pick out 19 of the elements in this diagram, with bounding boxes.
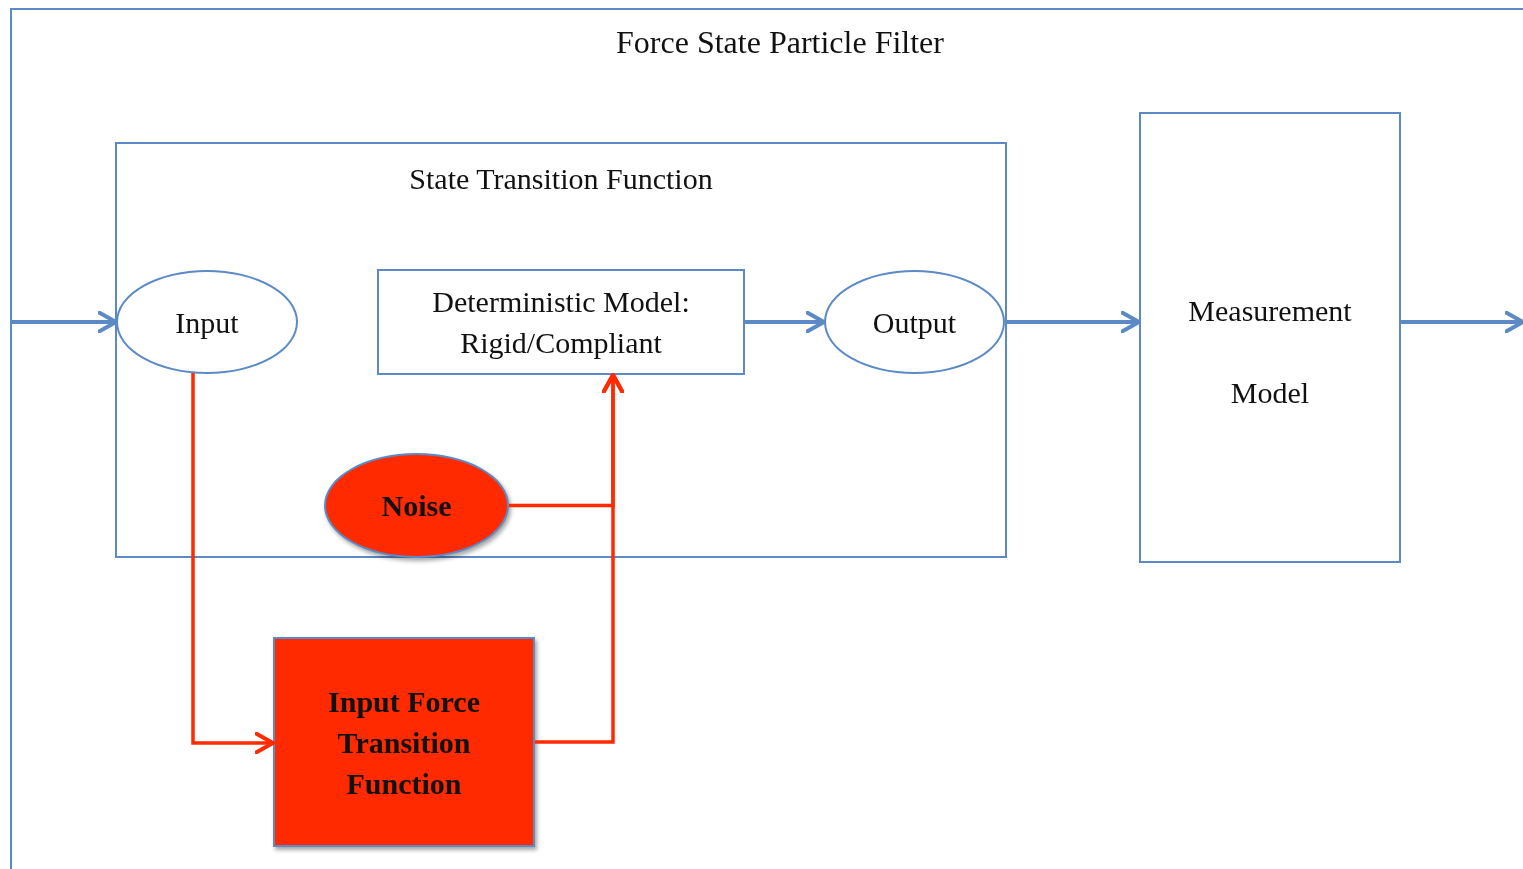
function-box [115, 142, 1007, 558]
arrow [1005, 310, 1141, 334]
arrow [191, 373, 275, 755]
arrow [509, 373, 625, 508]
node-label: Measurement Model [1187, 292, 1353, 411]
arrow [10, 310, 118, 334]
filter-frame [10, 8, 1523, 869]
node-label: Output [871, 304, 958, 341]
arrow [1401, 310, 1523, 334]
process-box [377, 269, 745, 375]
heading: Force State Particle Filter [615, 23, 945, 62]
arrow [745, 310, 826, 334]
node-label: Deterministic Model: Rigid/Compliant [431, 284, 691, 361]
node-label: Noise [380, 488, 453, 524]
node-label: Input Force Transition Function [327, 683, 481, 802]
process-box [1139, 112, 1401, 563]
heading: State Transition Function [408, 161, 714, 197]
process-box [273, 637, 535, 847]
node-label: Input [174, 304, 240, 341]
